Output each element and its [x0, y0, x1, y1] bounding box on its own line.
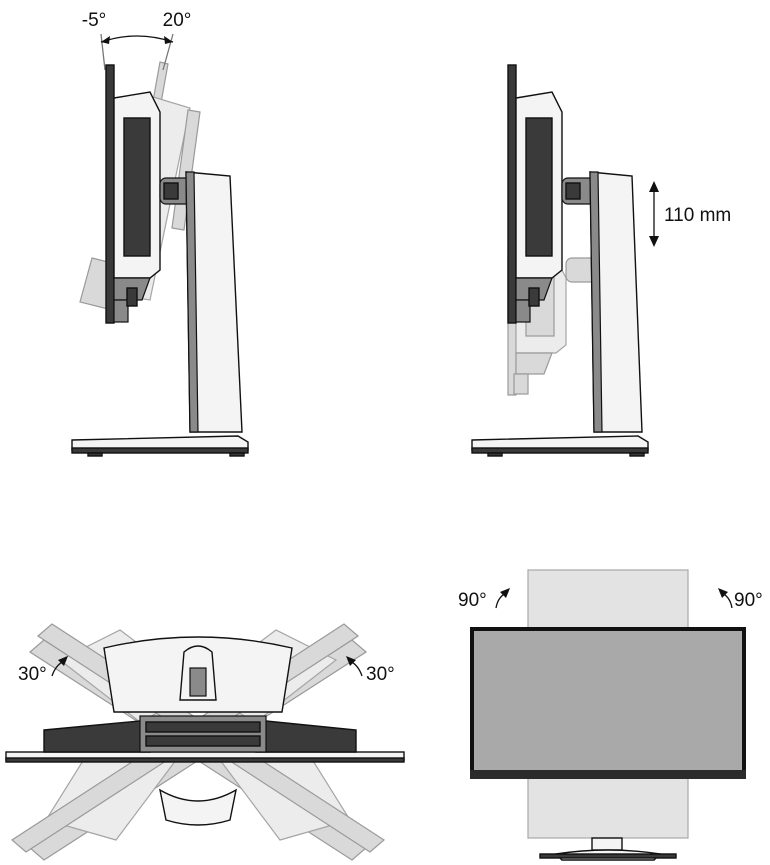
tilt-tick-right — [162, 33, 174, 71]
height-dimension-arrow — [649, 181, 659, 247]
height-label: 110 mm — [664, 205, 731, 226]
pivot-stand — [539, 837, 677, 861]
pivot-panel: 90° 90° — [458, 569, 763, 861]
pivot-right-label: 90° — [734, 590, 763, 611]
swivel-stand-top — [103, 636, 293, 826]
pivot-monitor — [470, 627, 746, 779]
tilt-forward-label: 20° — [163, 10, 192, 31]
height-monitor — [507, 64, 563, 324]
height-panel: 110 mm — [471, 64, 731, 457]
tilt-tick-left — [100, 33, 106, 71]
swivel-left-label: 30° — [18, 664, 47, 685]
swivel-panel: 30° 30° — [5, 623, 405, 861]
pivot-left-label: 90° — [458, 590, 487, 611]
tilt-arc — [100, 35, 174, 43]
height-hinge — [561, 177, 597, 205]
tilt-back-label: -5° — [82, 10, 107, 31]
tilt-arc-arrow-right — [164, 36, 173, 44]
tilt-stand — [71, 171, 249, 457]
swivel-monitor-top — [5, 715, 405, 763]
swivel-left-arrowhead — [58, 656, 68, 666]
swivel-right-arrowhead — [346, 656, 356, 666]
pivot-right-arrowhead — [718, 588, 728, 598]
tilt-arc-arrow-left — [101, 36, 110, 44]
pivot-left-arrowhead — [500, 588, 510, 598]
tilt-monitor — [105, 64, 161, 324]
tilt-panel: -5° 20° — [71, 10, 249, 457]
swivel-right-label: 30° — [366, 664, 395, 685]
height-stand — [471, 171, 649, 457]
